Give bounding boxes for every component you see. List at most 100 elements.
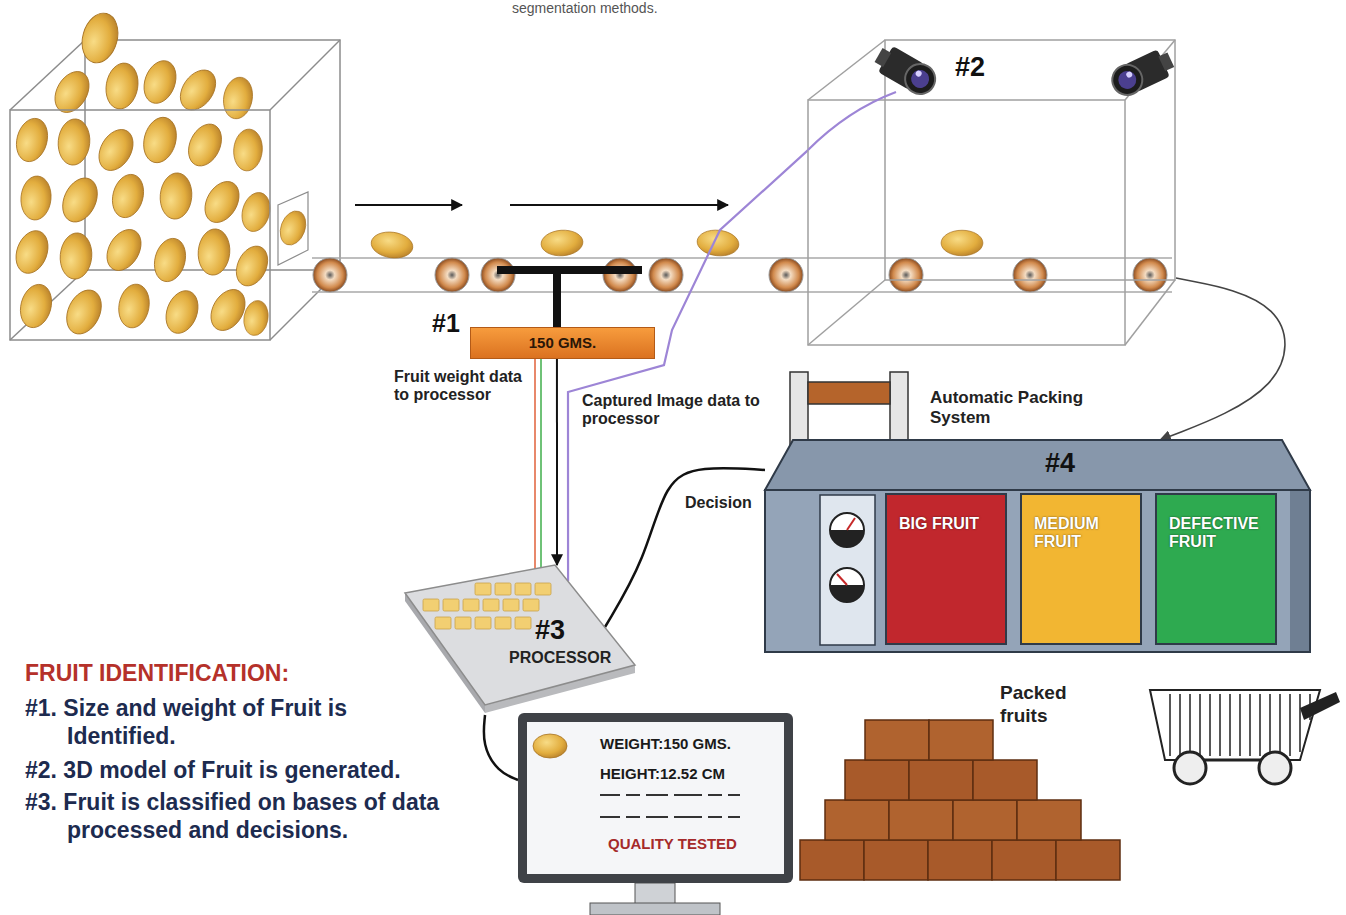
handle-bar	[808, 382, 890, 404]
placeholder-dash	[626, 816, 640, 818]
conveyor-roller	[769, 258, 803, 292]
camera-lens	[900, 59, 941, 100]
list-item: #2. 3D model of Fruit is generated.	[25, 757, 455, 785]
flow-arrow	[1160, 278, 1285, 440]
placeholder-dash	[728, 794, 740, 796]
processor-key	[475, 617, 491, 629]
camera-chamber-outline	[808, 40, 1176, 346]
trolley-slats	[1170, 694, 1310, 756]
chamber-edge	[808, 40, 885, 100]
bin-panel: DEFECTIVE FRUIT	[1155, 493, 1277, 645]
potato	[370, 229, 415, 260]
callout-number: #1	[432, 308, 460, 338]
packed-box	[928, 840, 992, 880]
bin-front-face	[10, 110, 270, 340]
scale-stem	[553, 270, 561, 328]
bin-label: MEDIUM FRUIT	[1034, 515, 1128, 552]
potato	[158, 172, 193, 221]
camera-glass	[908, 67, 933, 92]
gauge-needle	[837, 574, 847, 585]
packed-box	[1017, 800, 1081, 840]
weight-signal-arrow	[556, 359, 558, 565]
list-item: #3. Fruit is classified on bases of data…	[25, 789, 455, 844]
conveyor-roller	[603, 258, 637, 292]
bin-panel: BIG FRUIT	[885, 493, 1007, 645]
data-wire	[540, 359, 542, 570]
edge-label: Fruit weight data to processor	[392, 368, 532, 405]
monitor-bezel	[518, 713, 793, 883]
potato	[108, 171, 148, 221]
processor-key	[455, 617, 471, 629]
potato	[77, 9, 123, 67]
weight-reading: 150 GMS.	[529, 334, 597, 351]
monitor-base	[590, 903, 720, 915]
conveyor-roller	[313, 258, 347, 292]
callout-number: #2	[955, 52, 985, 83]
gauge-dial	[830, 568, 864, 602]
potato	[16, 281, 56, 331]
bin-panel: MEDIUM FRUIT	[1020, 493, 1142, 645]
packer-side	[1290, 491, 1309, 651]
potato	[182, 119, 228, 172]
chamber-back-face	[885, 40, 1175, 280]
potato	[238, 189, 274, 234]
potato	[204, 283, 252, 336]
potato	[138, 56, 181, 108]
packed-box	[845, 760, 909, 800]
direction-arrow	[510, 204, 728, 206]
packed-box	[825, 800, 889, 840]
packed-box	[800, 840, 864, 880]
direction-arrow	[355, 204, 462, 206]
processor-key	[503, 599, 519, 611]
processor-body	[405, 565, 635, 705]
scale-platform	[497, 266, 642, 274]
chamber-edge	[1125, 280, 1175, 345]
processor-label: PROCESSOR	[509, 649, 611, 667]
potato	[232, 128, 264, 172]
bin-label: DEFECTIVE FRUIT	[1169, 515, 1263, 552]
placeholder-dash	[600, 794, 620, 796]
placeholder-dash	[708, 816, 722, 818]
packing-system: Automatic Packing System#4BIG FRUITMEDIU…	[765, 440, 1310, 652]
potato	[100, 223, 148, 276]
packed-box	[973, 760, 1037, 800]
placeholder-dash	[674, 816, 702, 818]
conveyor-roller	[435, 258, 469, 292]
trolley-body	[1150, 690, 1320, 760]
conveyor-roller	[481, 258, 515, 292]
potato	[56, 172, 104, 227]
potato	[241, 299, 271, 338]
conveyor-belt	[312, 291, 1172, 293]
lens-glint	[915, 69, 923, 77]
placeholder-dash	[728, 816, 740, 818]
caption-fragment: segmentation methods.	[512, 0, 658, 17]
camera-icon	[871, 42, 941, 99]
packed-box	[953, 800, 1017, 840]
conveyor-belt	[312, 257, 1172, 259]
placeholder-dash	[646, 794, 668, 796]
fruit-icon	[533, 734, 567, 758]
potato	[92, 123, 140, 176]
packed-box	[1056, 840, 1120, 880]
processor-key	[535, 583, 551, 595]
potato	[115, 282, 152, 331]
potato	[139, 114, 181, 167]
trolley-wheel	[1174, 752, 1206, 784]
handle-post	[790, 372, 808, 448]
potato	[220, 75, 255, 121]
processor-key	[463, 599, 479, 611]
monitor-stand	[635, 883, 675, 905]
processor-key	[523, 599, 539, 611]
list-item: #1. Size and weight of Fruit is Identifi…	[25, 695, 455, 750]
potato	[160, 286, 203, 338]
gauge-shade	[830, 530, 864, 547]
callout-number: #3	[535, 615, 565, 646]
bin-edge	[270, 40, 340, 110]
potato	[12, 115, 52, 165]
processor-key	[495, 583, 511, 595]
potato	[540, 229, 583, 257]
conveyor-roller	[649, 258, 683, 292]
potato	[102, 61, 141, 112]
processor-key	[435, 617, 451, 629]
gauge-dial	[830, 513, 864, 547]
